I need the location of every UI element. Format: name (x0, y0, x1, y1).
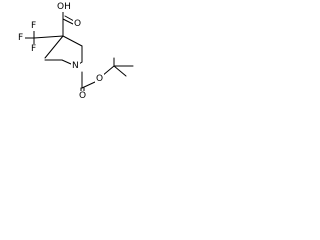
atom-bg-f-top (30, 21, 38, 31)
atom-bg-boc-carbonyl-o (78, 91, 87, 102)
ring-bond-n-c6 (61, 59, 72, 65)
atom-label-carboxyl-o: O (74, 19, 81, 29)
ring-bond-c4-c3 (62, 35, 83, 47)
atom-label-boc-carbonyl-o: O (79, 91, 86, 101)
atom-label-oh: OH (57, 2, 71, 12)
atom-label-f-top: F (31, 21, 36, 31)
bond-boc-c-ester-o (81, 81, 96, 89)
atom-label-f-bottom: F (31, 44, 36, 54)
bond-tbu-c-me-3 (113, 65, 127, 77)
atom-label-ring-n: N (72, 61, 79, 71)
atom-bg-f-bottom (30, 44, 38, 54)
atom-bg-f-left (17, 33, 25, 43)
atom-bg-carboxyl-o (73, 18, 82, 29)
bond-c4-cf3-c (33, 35, 64, 39)
atom-bg-ring-n (71, 61, 80, 72)
atom-bg-boc-ester-o (95, 73, 104, 84)
molecule-structure: OH O F F F N O O (17, 1, 134, 102)
bond-carboxyl-c-o-2 (64, 15, 75, 22)
bond-carboxyl-c-o-1 (62, 18, 74, 25)
atom-label-boc-ester-o: O (96, 74, 103, 84)
atom-label-f-left: F (18, 33, 23, 43)
atom-bg-oh (57, 1, 71, 12)
ring-bond-c5-c4 (44, 35, 64, 59)
